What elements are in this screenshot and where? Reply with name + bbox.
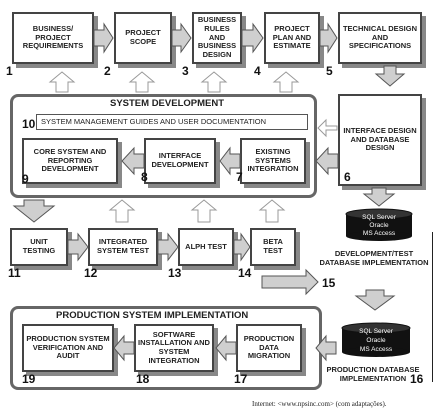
box-alph-test: ALPH TEST [178, 228, 234, 266]
box-unit-testing: UNIT TESTING [10, 228, 68, 266]
step-number-14: 14 [238, 266, 252, 280]
step-number-10: 10 [22, 117, 36, 131]
arrow-11-to-12 [67, 232, 89, 262]
arrow-3-to-4 [241, 22, 264, 54]
db-prod-cylinder-icon: SQL Server Oracle MS Access [341, 322, 411, 357]
arrow-4-to-5 [319, 22, 338, 54]
arrow-up-13 [190, 199, 218, 223]
db-dev-line-1: SQL Server [362, 214, 397, 221]
box-business-requirements: BUSINESS/ PROJECT REQUIREMENTS [12, 12, 94, 64]
box-project-scope: PROJECT SCOPE [114, 12, 172, 64]
db-prod-label: PRODUCTION DATABASE IMPLEMENTATION [326, 365, 420, 383]
source-caption: Internet: <www.npsinc.com> (com adaptaçõ… [252, 400, 387, 408]
arrow-up-2 [128, 71, 156, 93]
box-software-installation: SOFTWARE INSTALLATION AND SYSTEM INTEGRA… [134, 324, 214, 372]
box-integrated-test: INTEGRATED SYSTEM TEST [88, 228, 158, 266]
step-number-16: 16 [410, 372, 424, 386]
db-dev-label: DEVELOPMENT/TEST DATABASE IMPLEMENTATION [319, 249, 429, 267]
step-number-17: 17 [234, 372, 248, 386]
step-number-9: 9 [22, 172, 29, 186]
arrow-up-14 [258, 199, 286, 223]
arrow-1-to-2 [93, 22, 114, 54]
arrow-15-to-16 [354, 289, 396, 311]
step-number-1: 1 [6, 64, 13, 78]
side-line [432, 232, 433, 382]
step-number-19: 19 [22, 372, 36, 386]
db-dev-line-2: Oracle [369, 222, 389, 229]
step-number-5: 5 [326, 64, 333, 78]
db-prod-line-1: SQL Server [359, 328, 394, 335]
db-prod-line-3: MS Access [360, 346, 393, 353]
box-data-migration: PRODUCTION DATA MIGRATION [236, 324, 302, 372]
box-existing-systems: EXISTING SYSTEMS INTEGRATION [240, 138, 306, 184]
box-core-system: CORE SYSTEM AND REPORTING DEVELOPMENT [22, 138, 118, 184]
box-interface-database-design: INTERFACE DESIGN AND DATABASE DESIGN [338, 94, 422, 186]
step-number-12: 12 [84, 266, 98, 280]
arrow-5-to-6 [374, 65, 406, 87]
db-dev-line-3: MS Access [363, 230, 396, 237]
db-dev-cylinder-icon: SQL Server Oracle MS Access [345, 208, 413, 241]
box-production-verification: PRODUCTION SYSTEM VERIFICATION AND AUDIT [22, 324, 114, 372]
arrow-6-to-15 [362, 187, 396, 207]
arrow-2-to-3 [171, 22, 192, 54]
step-number-18: 18 [136, 372, 150, 386]
box-project-plan: PROJECT PLAN AND ESTIMATE [264, 12, 320, 64]
step-number-4: 4 [254, 64, 261, 78]
step-number-2: 2 [104, 64, 111, 78]
production-title: PRODUCTION SYSTEM IMPLEMENTATION [56, 310, 249, 321]
db-prod-line-2: Oracle [366, 337, 386, 344]
box-management-guides: SYSTEM MANAGEMENT GUIDES AND USER DOCUME… [36, 114, 308, 130]
step-number-8: 8 [141, 170, 148, 184]
arrow-6-to-sysdev [317, 118, 338, 138]
arrow-up-1 [48, 71, 76, 93]
box-interface-development: INTERFACE DEVELOPMENT [144, 138, 216, 184]
arrow-13-to-14 [233, 232, 251, 262]
step-number-7: 7 [236, 170, 243, 184]
system-development-title: SYSTEM DEVELOPMENT [110, 98, 225, 109]
arrow-up-4 [272, 71, 300, 93]
arrow-12-to-13 [157, 232, 179, 262]
arrow-sysdev-to-11 [12, 199, 56, 223]
arrow-14-to-production [261, 268, 319, 296]
arrow-6-to-7 [315, 146, 339, 176]
step-number-15: 15 [322, 276, 336, 290]
box-beta-test: BETA TEST [250, 228, 296, 266]
step-number-6: 6 [344, 170, 351, 184]
box-technical-design: TECHNICAL DESIGN AND SPECIFICATIONS [338, 12, 422, 64]
step-number-11: 11 [8, 266, 21, 280]
step-number-13: 13 [168, 266, 182, 280]
step-number-3: 3 [182, 64, 189, 78]
arrow-up-3 [200, 71, 228, 93]
box-business-rules: BUSINESS RULES AND BUSINESS DESIGN [192, 12, 242, 64]
arrow-up-12 [108, 199, 136, 223]
